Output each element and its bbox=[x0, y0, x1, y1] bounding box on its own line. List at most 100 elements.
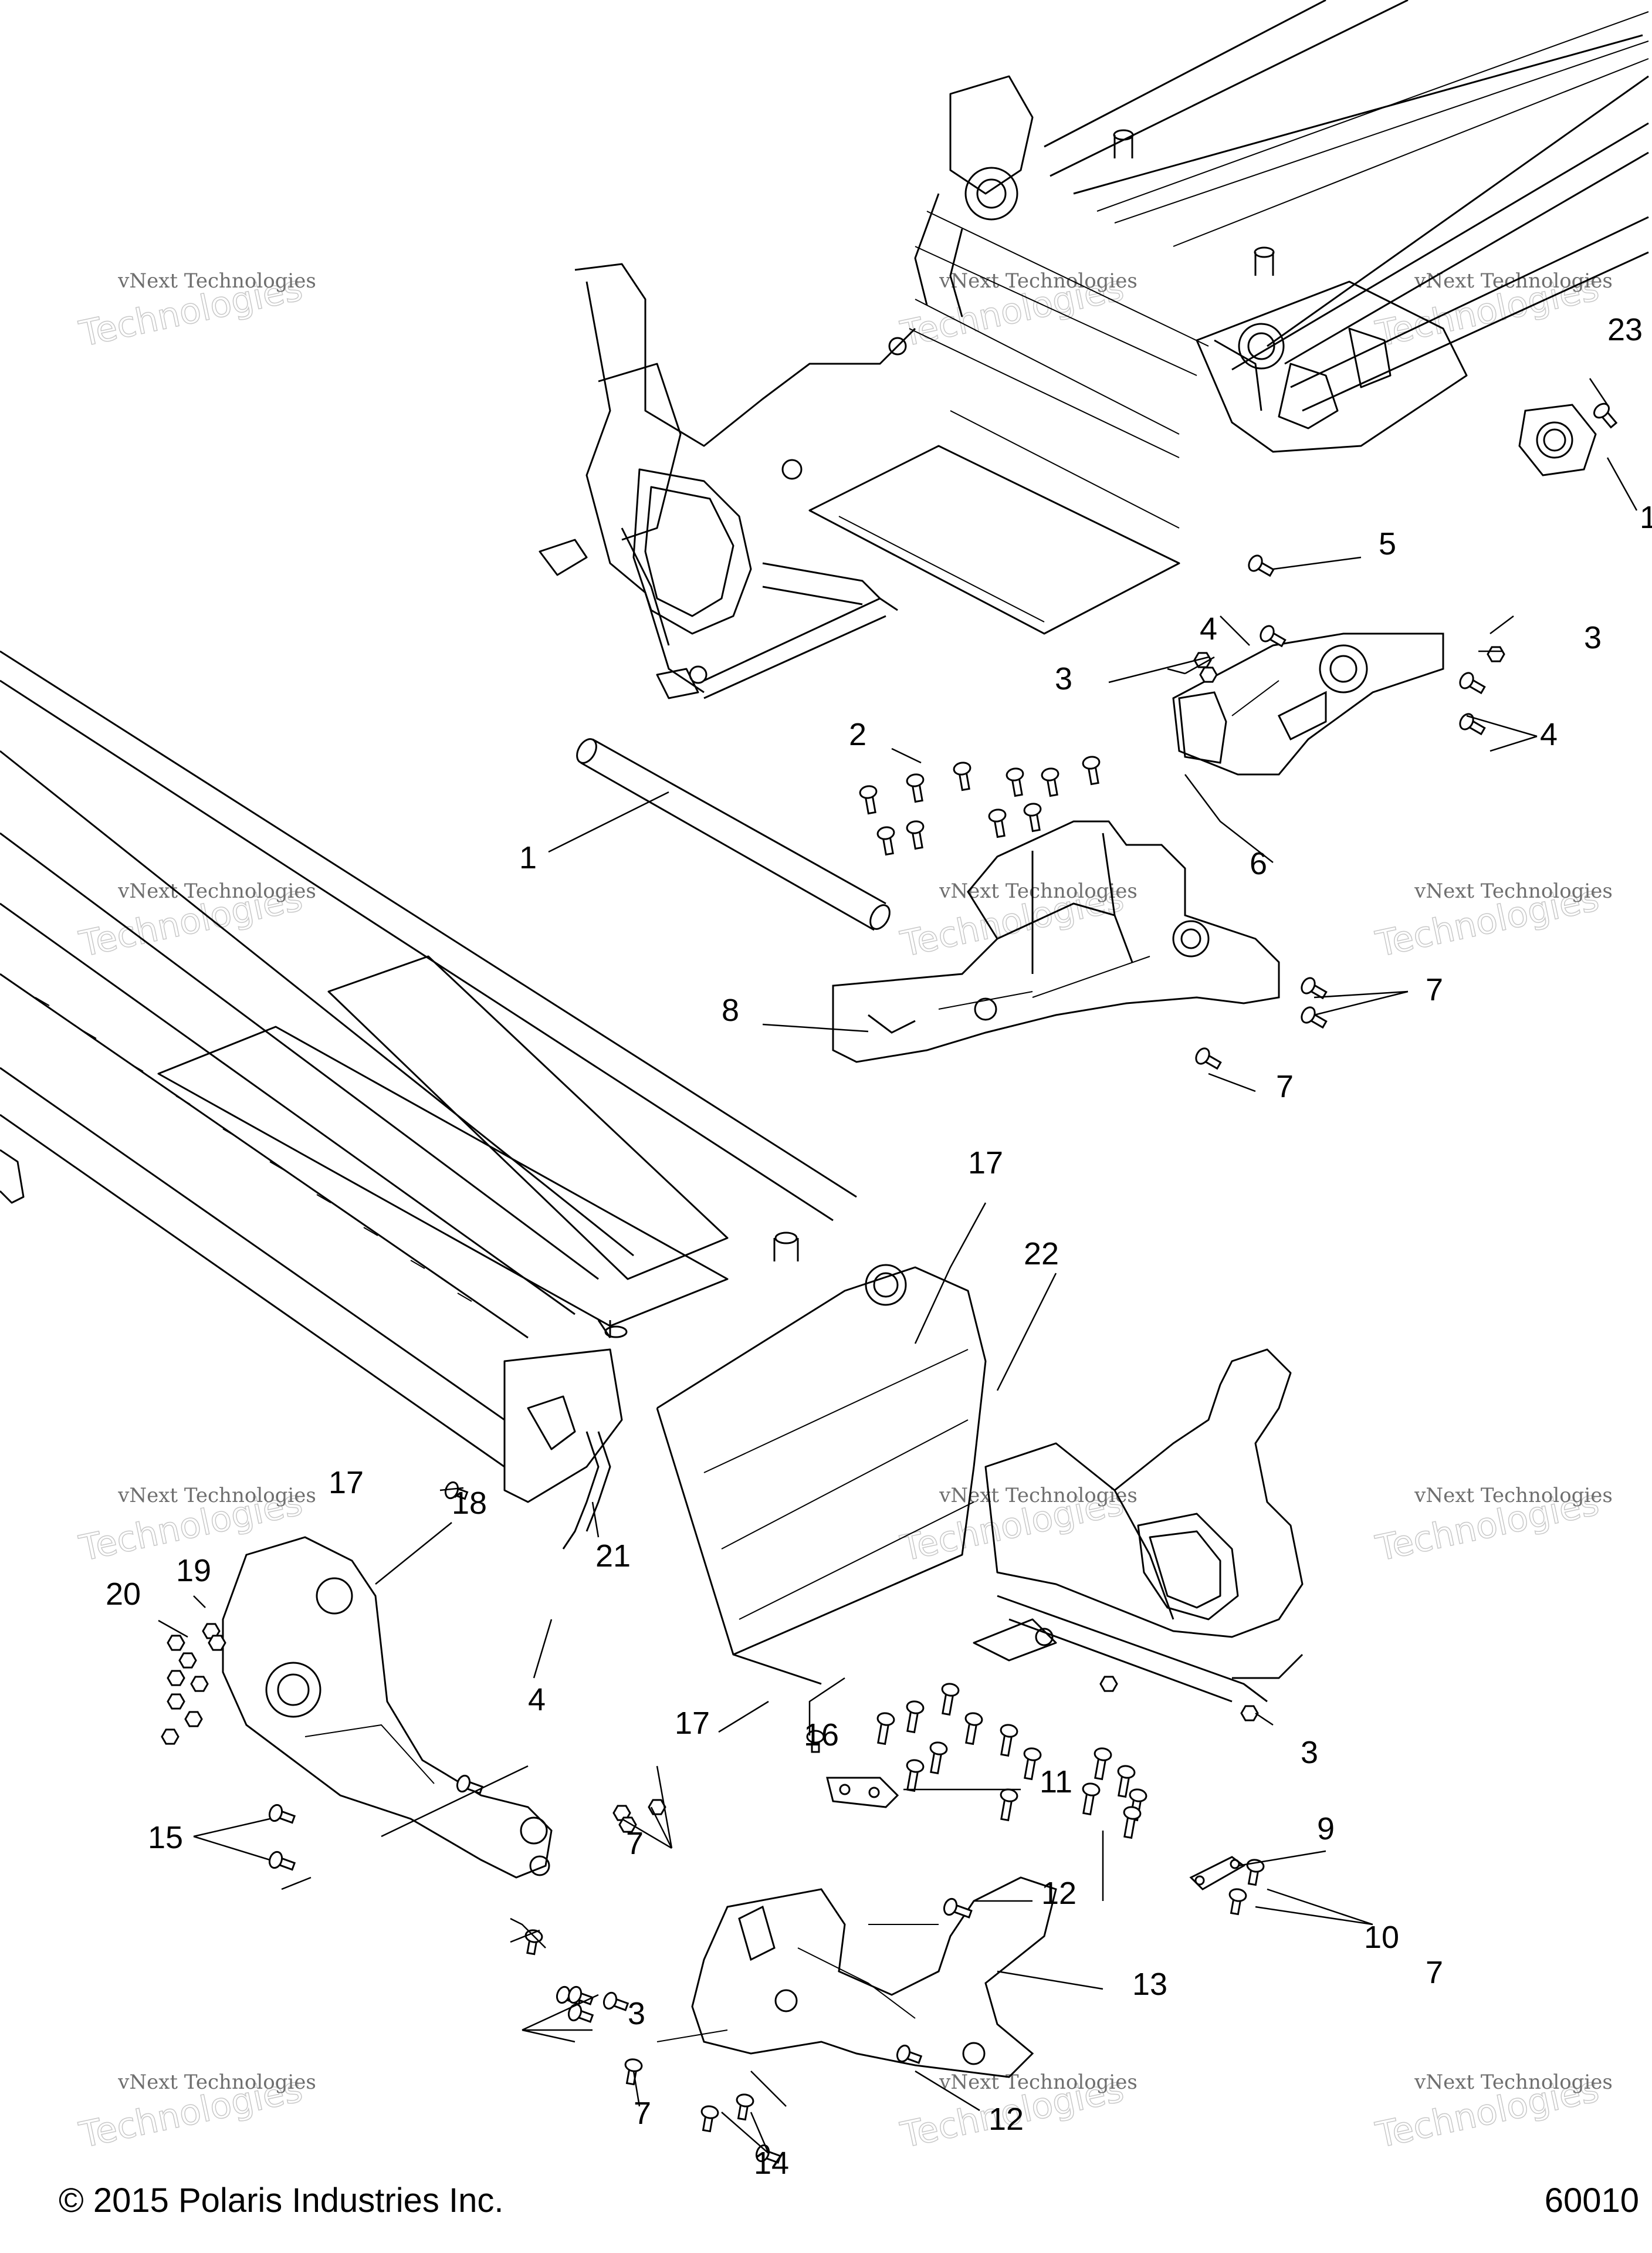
bolt bbox=[1248, 554, 1275, 577]
part-18-plate bbox=[222, 1536, 553, 1879]
bolt bbox=[896, 2044, 923, 2064]
part-1-tube bbox=[576, 738, 891, 931]
nut bbox=[167, 1693, 185, 1710]
callout-12: 12 bbox=[989, 2102, 1024, 2137]
callout-9: 9 bbox=[1317, 1811, 1335, 1846]
hardware bbox=[161, 402, 1618, 2164]
bolt bbox=[1459, 672, 1486, 695]
callout-3: 3 bbox=[1055, 661, 1072, 696]
callout-17: 17 bbox=[968, 1145, 1003, 1180]
callout-12: 12 bbox=[1041, 1876, 1076, 1911]
nut bbox=[178, 1652, 197, 1669]
nut bbox=[1487, 646, 1505, 662]
bolt bbox=[1228, 1888, 1247, 1916]
bolt bbox=[806, 1730, 825, 1753]
bolt bbox=[1094, 1747, 1112, 1781]
part-6-bracket bbox=[1172, 632, 1444, 776]
svg-text:vNext Technologies: vNext Technologies bbox=[117, 1484, 316, 1507]
part-8-bulkhead bbox=[832, 820, 1280, 1063]
bolt bbox=[700, 2105, 719, 2133]
callout-1: 1 bbox=[519, 840, 537, 875]
callout-4: 4 bbox=[1540, 717, 1558, 752]
bolt bbox=[1000, 1724, 1018, 1757]
bolt bbox=[624, 2058, 643, 2086]
callout-2: 2 bbox=[849, 717, 866, 752]
copyright-notice: © 2015 Polaris Industries Inc. bbox=[59, 2181, 504, 2220]
callout-23: 23 bbox=[1607, 312, 1643, 347]
bolt bbox=[943, 1897, 973, 1919]
bolt bbox=[1459, 713, 1486, 736]
callout-13: 13 bbox=[1132, 1967, 1167, 2002]
nut bbox=[618, 1816, 637, 1833]
callout-17: 17 bbox=[329, 1465, 364, 1500]
bolt bbox=[444, 1481, 469, 1500]
chassis-top bbox=[539, 0, 1649, 699]
callout-17: 17 bbox=[1640, 500, 1652, 535]
bolt bbox=[1117, 1765, 1136, 1798]
svg-text:vNext Technologies: vNext Technologies bbox=[1414, 1484, 1613, 1507]
bolt bbox=[567, 1985, 594, 2005]
callout-19: 19 bbox=[176, 1553, 211, 1588]
bolt bbox=[1260, 625, 1287, 648]
nut bbox=[1240, 1705, 1259, 1721]
nut bbox=[184, 1711, 203, 1727]
callout-22: 22 bbox=[1024, 1236, 1059, 1271]
nut bbox=[190, 1676, 209, 1692]
bolt bbox=[906, 1700, 925, 1734]
diagram-number: 60010 bbox=[1544, 2181, 1639, 2220]
callout-7: 7 bbox=[1426, 972, 1443, 1007]
callout-17: 17 bbox=[675, 1706, 710, 1741]
bolt bbox=[876, 1712, 895, 1745]
svg-text:vNext Technologies: vNext Technologies bbox=[117, 269, 316, 293]
bolt bbox=[268, 1804, 296, 1824]
bolt bbox=[876, 826, 895, 856]
bolt bbox=[755, 2144, 782, 2164]
callout-14: 14 bbox=[754, 2146, 789, 2181]
callout-20: 20 bbox=[106, 1577, 141, 1612]
part-21-bracket bbox=[562, 1431, 611, 1550]
nut bbox=[1199, 667, 1218, 683]
part-9-link bbox=[1189, 1856, 1245, 1890]
nut bbox=[167, 1635, 185, 1651]
bolt bbox=[1006, 767, 1024, 797]
bolt bbox=[1082, 1782, 1101, 1816]
bolt bbox=[941, 1683, 960, 1716]
leader-lines bbox=[158, 378, 1638, 2154]
nut bbox=[167, 1670, 185, 1686]
bolt bbox=[1301, 977, 1328, 1000]
bolt bbox=[1301, 1006, 1328, 1029]
bolt bbox=[964, 1712, 983, 1745]
bolt bbox=[906, 773, 925, 803]
callout-7: 7 bbox=[626, 1826, 644, 1861]
bolt bbox=[953, 762, 971, 791]
svg-text:vNext Technologies: vNext Technologies bbox=[939, 269, 1138, 293]
bolt bbox=[1000, 1788, 1018, 1822]
bolt bbox=[1082, 756, 1101, 786]
callout-21: 21 bbox=[595, 1538, 631, 1574]
bolt bbox=[988, 808, 1007, 838]
callout-7: 7 bbox=[1276, 1069, 1294, 1104]
callout-5: 5 bbox=[1379, 526, 1396, 561]
callout-3: 3 bbox=[1584, 620, 1602, 655]
callout-8: 8 bbox=[722, 993, 739, 1028]
callout-18: 18 bbox=[452, 1486, 487, 1521]
svg-text:vNext Technologies: vNext Technologies bbox=[117, 879, 316, 903]
callout-4: 4 bbox=[1200, 611, 1217, 647]
nut bbox=[208, 1635, 226, 1651]
callout-7: 7 bbox=[1426, 1955, 1443, 1990]
svg-text:vNext Technologies: vNext Technologies bbox=[1414, 879, 1613, 903]
bolt bbox=[1593, 402, 1618, 429]
main-tunnel bbox=[0, 650, 1304, 1703]
svg-text:vNext Technologies: vNext Technologies bbox=[117, 2071, 316, 2094]
callout-10: 10 bbox=[1364, 1920, 1399, 1955]
callout-4: 4 bbox=[528, 1682, 546, 1717]
bolt bbox=[906, 820, 925, 850]
part-11-plate bbox=[826, 1777, 899, 1808]
